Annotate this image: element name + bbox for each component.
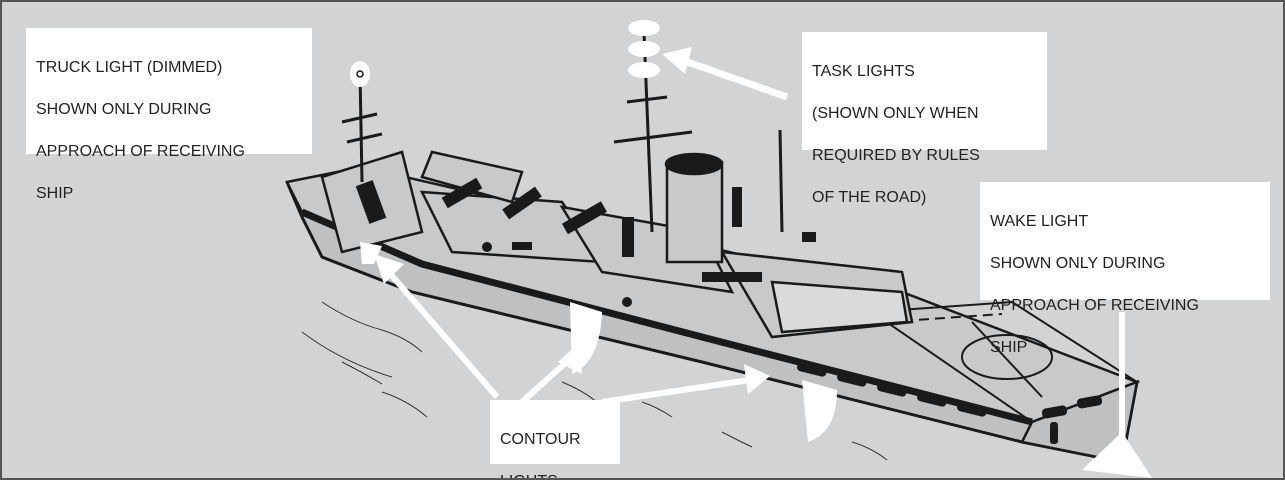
truck-light-line-1: TRUCK LIGHT (DIMMED) xyxy=(36,57,302,78)
contour-lights-label: CONTOUR LIGHTS xyxy=(490,400,620,464)
wake-light-line-3: APPROACH OF RECEIVING xyxy=(990,295,1260,316)
wake-light-line-2: SHOWN ONLY DURING xyxy=(990,253,1260,274)
wake-light-line-4: SHIP xyxy=(990,337,1260,358)
wake-light-label: WAKE LIGHT SHOWN ONLY DURING APPROACH OF… xyxy=(980,182,1270,300)
truck-light-line-2: SHOWN ONLY DURING xyxy=(36,99,302,120)
truck-light-line-4: SHIP xyxy=(36,183,302,204)
contour-lights-line-1: CONTOUR xyxy=(500,429,610,450)
task-lights-line-3: REQUIRED BY RULES xyxy=(812,145,1037,166)
contour-lights-line-2: LIGHTS xyxy=(500,471,610,480)
truck-light xyxy=(350,61,370,87)
truck-light-line-3: APPROACH OF RECEIVING xyxy=(36,141,302,162)
truck-light-label: TRUCK LIGHT (DIMMED) SHOWN ONLY DURING A… xyxy=(26,28,312,154)
task-lights-label: TASK LIGHTS (SHOWN ONLY WHEN REQUIRED BY… xyxy=(802,32,1047,150)
wake-light-line-1: WAKE LIGHT xyxy=(990,211,1260,232)
task-lights xyxy=(628,20,660,78)
task-lights-line-1: TASK LIGHTS xyxy=(812,61,1037,82)
task-lights-line-2: (SHOWN ONLY WHEN xyxy=(812,103,1037,124)
